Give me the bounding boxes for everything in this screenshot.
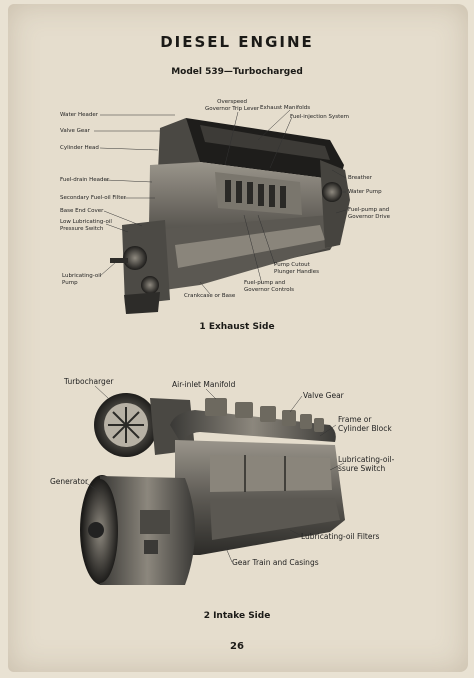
label-air-inlet-manifold: Air-inlet Manifold [172,380,236,389]
label-pump-cutout-line1: Pump Cutout [274,262,310,268]
model-subtitle: Model 539—Turbocharged [171,67,303,77]
label-fuel-pump-drive-line2: Governor Drive [348,213,390,220]
label-secondary-fuel-oil-filter: Secondary Fuel-oil Filter [60,195,127,201]
label-pump-cutout: Pump Cutout Plunger Handles [274,262,319,275]
label-valve-gear: Valve Gear [60,128,90,134]
label-lub-oil-pressure-switch: Lubricating-oil- ssure Switch [338,455,394,473]
label-fuel-drain-header: Fuel-drain Header [60,177,110,183]
page-number: 26 [230,641,244,652]
label-overspeed-line1: Overspeed [217,99,247,105]
label-fuel-pump-governor-drive: Fuel-pump and Governor Drive [348,207,390,220]
label-overspeed-governor: Overspeed Governor Trip Lever [205,99,259,112]
label-fuel-pump-controls-line1: Fuel-pump and [244,280,286,286]
label-breather: Breather [348,175,372,181]
label-fuel-injection-system: Fuel-injection System [290,114,349,120]
label-fuel-pump-controls-line2: Governor Controls [244,286,295,293]
label-cylinder-head: Cylinder Head [60,145,99,151]
label-lub-switch-line1: Lubricating-oil- [338,455,395,464]
label-low-lub-oil-line1: Low Lubricating-oil [60,219,112,225]
label-base-end-cover: Base End Cover [60,208,104,214]
label-water-header: Water Header [60,112,99,118]
label-frame-cylinder-block: Frame or Cylinder Block [338,415,392,433]
label-crankcase: Crankcase or Base [184,293,236,299]
label-frame-line2: Cylinder Block [338,424,392,433]
label-lub-oil-pump-line2: Pump [62,279,78,286]
label-exhaust-manifolds: Exhaust Manifolds [260,105,311,111]
label-lub-oil-pump: Lubricating-oil Pump [62,273,101,286]
page-title: DIESEL ENGINE [160,33,314,51]
label-low-lub-oil-switch: Low Lubricating-oil Pressure Switch [60,219,112,232]
label-lub-switch-line2: ssure Switch [338,464,386,473]
figure1-caption: 1 Exhaust Side [199,322,275,332]
label-pump-cutout-line2: Plunger Handles [274,268,319,275]
label-fuel-pump-governor-controls: Fuel-pump and Governor Controls [244,280,294,293]
label-overspeed-line2: Governor Trip Lever [205,105,260,112]
label-fuel-pump-drive-line1: Fuel-pump and [348,207,390,213]
label-gear-train-casings: Gear Train and Casings [232,558,319,567]
label-frame-line1: Frame or [338,415,372,424]
label-water-pump: Water Pump [348,189,382,195]
figure2-caption: 2 Intake Side [203,611,271,621]
label-valve-gear-2: Valve Gear [303,391,344,400]
label-turbocharger: Turbocharger [64,377,114,386]
label-generator: Generator [50,477,89,486]
label-lub-oil-pump-line1: Lubricating-oil [62,273,102,279]
label-lub-oil-filters: Lubricating-oil Filters [301,532,380,541]
label-low-lub-oil-line2: Pressure Switch [60,225,104,232]
